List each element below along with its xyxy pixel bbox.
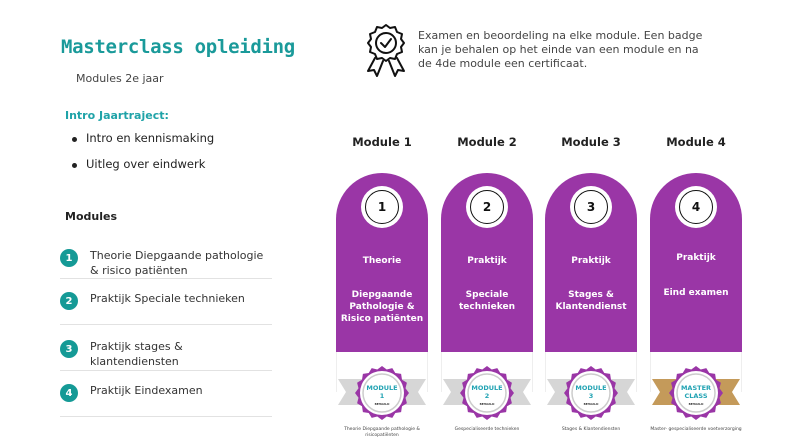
module-heading: Module 4 [666,135,726,149]
module-number: 4 [679,190,713,224]
module-label: Praktijk stages & klantendiensten [90,340,183,368]
module-number: 2 [470,190,504,224]
module-kind: Praktijk [571,256,611,266]
module-column-3: Module 3 3 Praktijk Stages & Klantendien… [545,135,637,392]
page-title: Masterclass opleiding [61,36,295,58]
number-badge: 3 [60,340,78,358]
intro-bullet-text: Uitleg over eindwerk [86,157,206,171]
module-kind: Praktijk [467,256,507,266]
column-divider [441,352,533,392]
list-item: 3 Praktijk stages & klantendiensten [60,325,272,371]
module-arch: 3 Praktijk Stages & Klantendienst [545,173,637,352]
badge-title: MODULE [366,384,397,392]
module-arch: 2 Praktijk Speciale technieken [441,173,533,352]
module-description: Diepgaande Pathologie & Risico patiënten [340,290,424,324]
badge-title: MASTER [681,384,711,392]
module-kind: Praktijk [676,253,716,263]
module-column-1: Module 1 1 Theorie Diepgaande Pathologie… [336,135,428,392]
intro-bullet: Intro en kennismaking [72,131,214,157]
module-label: Praktijk Speciale technieken [90,292,245,305]
module-column-2: Module 2 2 Praktijk Speciale technieken [441,135,533,392]
award-badge-icon [367,24,405,77]
badge-subtitle: 3 [589,392,594,400]
badge-status: BEHAALD [375,402,390,406]
badge-status: BEHAALD [584,402,599,406]
intro-bullet-text: Intro en kennismaking [86,131,215,145]
badge-caption: Theorie Diepgaande pathologie & risicopa… [344,427,420,438]
module-column-4: Module 4 4 Praktijk Eind examen [650,135,742,392]
badge-subtitle: 1 [380,392,385,400]
module-label: Theorie Diepgaande pathologie & risico p… [90,249,264,277]
module-label: Praktijk Eindexamen [90,384,203,397]
module-heading: Module 2 [457,135,517,149]
column-divider [336,352,428,392]
module-description: Eind examen [663,288,729,298]
module-number: 1 [365,190,399,224]
modules-heading: Modules [65,210,117,223]
bullet-icon [72,163,77,168]
number-ring: 2 [466,186,508,228]
number-ring: 1 [361,186,403,228]
badge-caption: Gespecialiseerde technieken [454,427,520,432]
module-heading: Module 1 [352,135,412,149]
number-badge: 4 [60,384,78,402]
module-kind: Theorie [362,256,402,266]
bullet-icon [72,137,77,142]
module-arch: 4 Praktijk Eind examen [650,173,742,352]
number-ring: 3 [570,186,612,228]
module-heading: Module 3 [561,135,621,149]
column-divider [545,352,637,392]
list-item: 4 Praktijk Eindexamen [60,371,272,417]
badge-status: BEHAALD [480,402,495,406]
number-ring: 4 [675,186,717,228]
module-description: Speciale technieken [459,290,515,312]
module-number: 3 [574,190,608,224]
number-badge: 1 [60,249,78,267]
module-description: Stages & Klantendienst [555,290,627,312]
badge-caption: Stages & Klantendiensten [561,427,621,432]
badge-title: MODULE [575,384,606,392]
badge-subtitle: 2 [485,392,490,400]
column-divider [650,352,742,392]
badge-subtitle: CLASS [684,392,707,400]
intro-bullet: Uitleg over eindwerk [72,157,214,183]
list-item: 2 Praktijk Speciale technieken [60,279,272,325]
intro-heading: Intro Jaartraject: [65,109,169,122]
modules-list: 1 Theorie Diepgaande pathologie & risico… [60,245,272,417]
number-badge: 2 [60,292,78,310]
badge-title: MODULE [471,384,502,392]
exam-note: Examen en beoordeling na elke module. Ee… [418,29,703,70]
intro-bullet-list: Intro en kennismaking Uitleg over eindwe… [72,131,214,183]
module-arch: 1 Theorie Diepgaande Pathologie & Risico… [336,173,428,352]
badge-status: BEHAALD [689,402,704,406]
page-subtitle: Modules 2e jaar [76,72,164,85]
list-item: 1 Theorie Diepgaande pathologie & risico… [60,245,272,279]
badge-caption: Master- gespecialiseerde voetverzorging [650,427,742,432]
